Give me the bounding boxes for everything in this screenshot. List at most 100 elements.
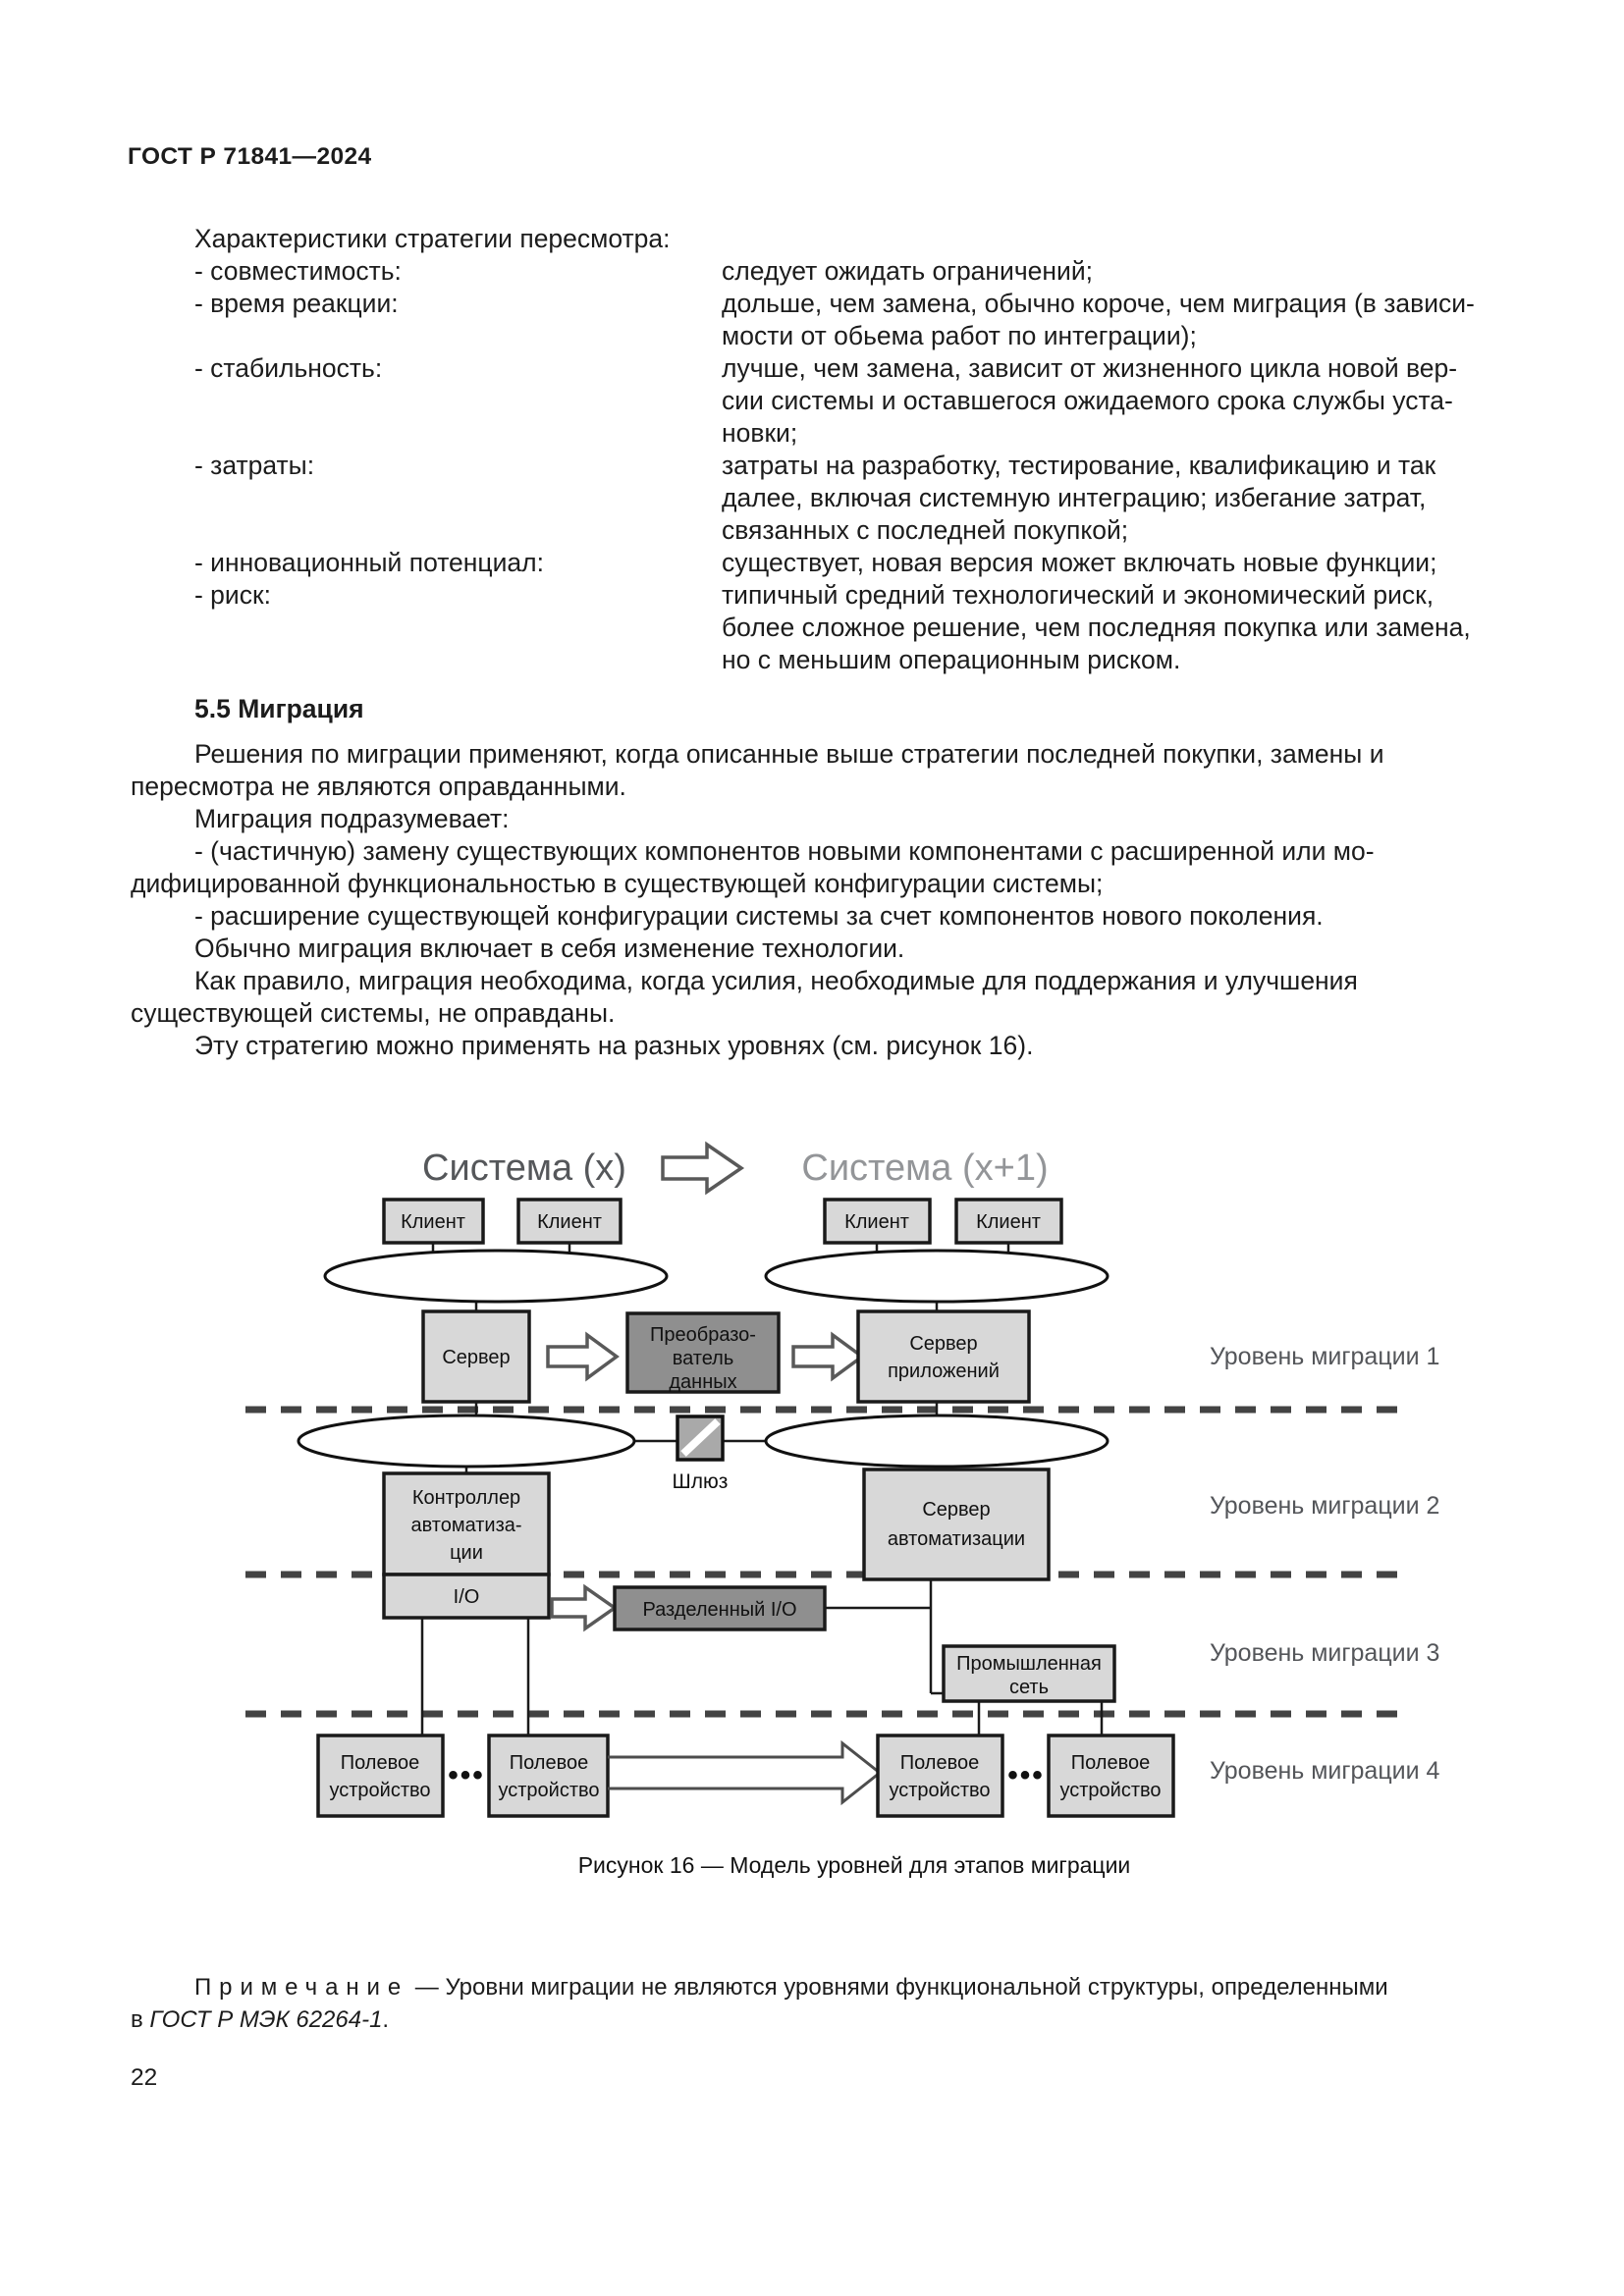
list-item-value: лучше, чем замена, зависит от жизненного… bbox=[722, 353, 1458, 448]
client-box: Клиент bbox=[823, 1198, 932, 1245]
page-title: ГОСТ Р 71841—2024 bbox=[128, 143, 372, 170]
field-device-label: устройство bbox=[1059, 1780, 1161, 1801]
content-block: Характеристики стратегии пересмотра: - с… bbox=[131, 223, 1497, 1062]
list-item: - стабильность: лучше, чем замена, завис… bbox=[131, 352, 1497, 450]
network-ellipse-system-x-upper bbox=[323, 1249, 669, 1304]
client-label: Клиент bbox=[844, 1211, 909, 1233]
list-item: - время реакции: дольше, чем замена, обы… bbox=[131, 288, 1497, 352]
field-device-label: Полевое bbox=[900, 1752, 980, 1774]
migration-level-4-label: Уровень миграции 4 bbox=[1210, 1757, 1440, 1785]
automation-server-box: Сервер автоматизации bbox=[862, 1468, 1051, 1581]
list-item: - инновационный потенциал: существует, н… bbox=[131, 547, 1497, 579]
field-device-box: Полевое устройство bbox=[1047, 1734, 1175, 1818]
application-server-box: Сервер приложений bbox=[856, 1309, 1031, 1404]
industrial-network-box: Промышленная сеть bbox=[942, 1644, 1116, 1703]
list-item-label: - риск: bbox=[194, 580, 271, 610]
note: Примечание — Уровни миграции не являются… bbox=[131, 1971, 1497, 2036]
client-label: Клиент bbox=[401, 1211, 465, 1233]
client-label: Клиент bbox=[976, 1211, 1041, 1233]
ellipsis-dots: ••• bbox=[448, 1759, 485, 1791]
characteristics-list: - совместимость: следует ожидать огранич… bbox=[131, 255, 1497, 676]
migration-level-2-label: Уровень миграции 2 bbox=[1210, 1492, 1439, 1520]
data-converter-label: данных bbox=[669, 1371, 736, 1393]
list-item-label: - инновационный потенциал: bbox=[194, 548, 544, 577]
field-device-label: устройство bbox=[889, 1780, 990, 1801]
field-device-label: Полевое bbox=[341, 1752, 420, 1774]
network-ellipse-system-x1-lower bbox=[764, 1414, 1110, 1468]
list-item-value: следует ожидать ограничений; bbox=[722, 256, 1094, 286]
field-device-box: Полевое устройство bbox=[316, 1734, 445, 1818]
network-ellipse-system-x-lower bbox=[297, 1414, 636, 1468]
migration-arrow-icon bbox=[661, 1141, 745, 1196]
field-device-label: Полевое bbox=[1071, 1752, 1151, 1774]
data-converter-label: Преобразо- bbox=[650, 1324, 756, 1346]
list-item: - совместимость: следует ожидать огранич… bbox=[131, 255, 1497, 288]
paragraph: - расширение существующей конфигурации с… bbox=[194, 901, 1324, 931]
system-x-title: Система (x) bbox=[422, 1148, 626, 1189]
field-device-box: Полевое устройство bbox=[487, 1734, 610, 1818]
gateway-label: Шлюз bbox=[673, 1470, 729, 1493]
list-item-value: затраты на разработку, тестирование, ква… bbox=[722, 451, 1436, 545]
industrial-network-label: сеть bbox=[1009, 1677, 1049, 1698]
application-server-label: приложений bbox=[888, 1361, 1000, 1382]
big-migration-arrow-icon bbox=[608, 1739, 883, 1806]
figure-caption: Рисунок 16 — Модель уровней для этапов м… bbox=[578, 1852, 1131, 1878]
automation-controller-label: ции bbox=[450, 1542, 483, 1564]
data-converter-label: ватель bbox=[673, 1348, 734, 1369]
paragraph: Как правило, миграция необходима, когда … bbox=[131, 966, 1358, 1028]
ellipsis-dots: ••• bbox=[1007, 1759, 1045, 1791]
io-box: I/O bbox=[382, 1573, 551, 1620]
data-converter-box: Преобразо- ватель данных bbox=[625, 1311, 781, 1394]
characteristics-intro: Характеристики стратегии пересмотра: bbox=[194, 224, 671, 253]
paragraph: Обычно миграция включает в себя изменени… bbox=[194, 934, 905, 963]
automation-server-label: Сервер bbox=[922, 1499, 990, 1521]
server-box: Сервер bbox=[421, 1309, 531, 1404]
automation-server-label: автоматизации bbox=[888, 1528, 1025, 1550]
paragraph: Решения по миграции применяют, когда опи… bbox=[131, 739, 1384, 801]
migration-arrow-icon bbox=[550, 1583, 619, 1632]
list-item-value: дольше, чем замена, обычно короче, чем м… bbox=[722, 289, 1475, 350]
migration-arrow-icon bbox=[546, 1331, 620, 1382]
note-end: . bbox=[382, 2006, 390, 2033]
note-body: — Уровни миграции не являются уровнями ф… bbox=[131, 1974, 1388, 2033]
migration-arrow-icon bbox=[791, 1331, 865, 1382]
server-label: Сервер bbox=[442, 1347, 510, 1368]
list-item-label: - стабильность: bbox=[194, 353, 383, 383]
divided-io-box: Разделенный I/O bbox=[613, 1585, 827, 1631]
page-number: 22 bbox=[131, 2064, 158, 2091]
paragraph: Миграция подразумевает: bbox=[194, 804, 510, 833]
list-item-label: - затраты: bbox=[194, 451, 315, 480]
list-item-label: - время реакции: bbox=[194, 289, 399, 318]
client-box: Клиент bbox=[954, 1198, 1063, 1245]
list-item-value: существует, новая версия может включать … bbox=[722, 548, 1437, 577]
figure-16-migration-levels-diagram: Система (x) Система (x+1) Клиент Клиент … bbox=[245, 1141, 1440, 1878]
automation-controller-label: автоматиза- bbox=[410, 1515, 521, 1536]
field-device-label: устройство bbox=[498, 1780, 599, 1801]
io-label: I/O bbox=[454, 1586, 480, 1608]
migration-level-1-label: Уровень миграции 1 bbox=[1210, 1343, 1439, 1370]
note-reference: ГОСТ Р МЭК 62264-1 bbox=[149, 2006, 383, 2033]
list-item: - риск: типичный средний технологический… bbox=[131, 579, 1497, 676]
list-item-value: типичный средний технологический и эконо… bbox=[722, 580, 1471, 674]
migration-level-3-label: Уровень миграции 3 bbox=[1210, 1639, 1439, 1667]
client-label: Клиент bbox=[537, 1211, 602, 1233]
field-device-box: Полевое устройство bbox=[876, 1734, 1004, 1818]
field-device-label: устройство bbox=[329, 1780, 430, 1801]
list-item: - затраты: затраты на разработку, тестир… bbox=[131, 450, 1497, 547]
client-box: Клиент bbox=[516, 1198, 623, 1245]
industrial-network-label: Промышленная bbox=[956, 1653, 1102, 1675]
system-x1-title: Система (x+1) bbox=[801, 1148, 1048, 1189]
network-ellipse-system-x1-upper bbox=[764, 1249, 1110, 1304]
application-server-label: Сервер bbox=[909, 1333, 977, 1355]
field-device-label: Полевое bbox=[510, 1752, 589, 1774]
list-item-label: - совместимость: bbox=[194, 256, 402, 286]
section-heading: 5.5 Миграция bbox=[194, 694, 364, 723]
divided-io-label: Разделенный I/O bbox=[642, 1599, 796, 1621]
paragraph: Эту стратегию можно применять на разных … bbox=[194, 1031, 1034, 1060]
gateway-box: Шлюз bbox=[673, 1415, 729, 1493]
client-box: Клиент bbox=[382, 1198, 485, 1245]
automation-controller-box: Контроллер автоматиза- ции bbox=[382, 1471, 551, 1576]
paragraph: - (частичную) замену существующих компон… bbox=[131, 836, 1375, 898]
automation-controller-label: Контроллер bbox=[412, 1487, 520, 1509]
